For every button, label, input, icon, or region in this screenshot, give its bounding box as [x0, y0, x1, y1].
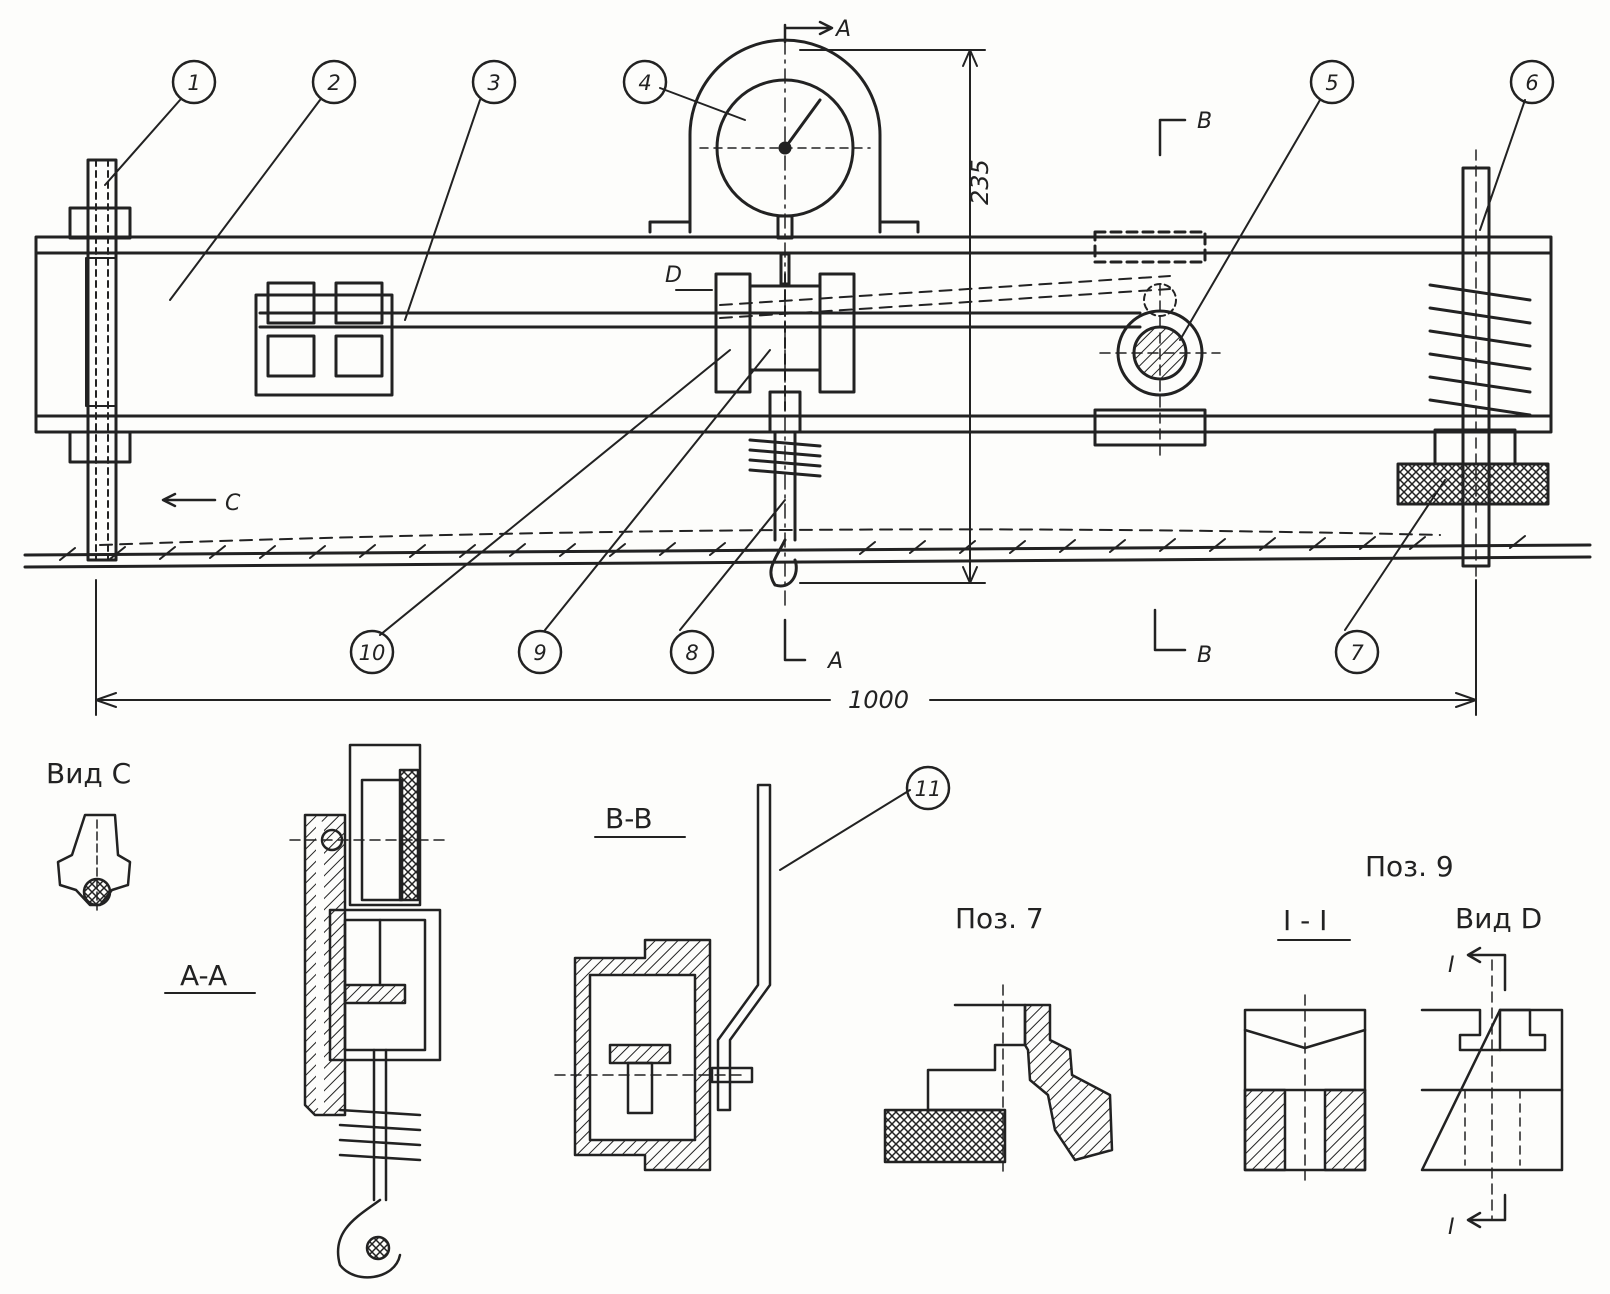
- callout-2: 2: [327, 71, 340, 95]
- callout-10: 10: [359, 641, 386, 665]
- lower-hook: [748, 390, 822, 588]
- callout-6: 6: [1525, 71, 1538, 95]
- callout-5: 5: [1325, 71, 1338, 95]
- callout-7: 7: [1350, 641, 1364, 665]
- roller: [1093, 230, 1221, 456]
- label-pos7: Поз. 7: [955, 902, 1044, 935]
- right-stud: [1396, 149, 1550, 611]
- view-d-detail: [1420, 946, 1564, 1229]
- section-ii-detail: [1243, 994, 1367, 1181]
- callout-11: 11: [915, 777, 942, 801]
- callout-9: 9: [533, 641, 546, 665]
- view-c-detail: [56, 813, 132, 911]
- view-labels: Вид C A-A B-B Поз. 7 Поз. 9 I - I Вид D: [46, 757, 1542, 992]
- section-aa-detail: [289, 743, 451, 1279]
- section-markers: [161, 20, 1187, 662]
- dial-indicator: [648, 38, 920, 611]
- label-pos9: Поз. 9: [1365, 850, 1454, 883]
- callout-numbers: 1 2 3 4 5 6 7 8 9 10 11: [187, 71, 1538, 801]
- label-view-d: Вид D: [1455, 902, 1542, 935]
- callout-8: 8: [685, 641, 698, 665]
- callout-4: 4: [638, 71, 651, 95]
- label-section-bb: B-B: [605, 802, 653, 835]
- section-a-top: A: [834, 17, 851, 42]
- label-section-ii: I - I: [1283, 904, 1327, 937]
- rebar: [23, 528, 1592, 569]
- section-b-top: B: [1197, 109, 1212, 134]
- section-a-bottom: A: [826, 649, 843, 674]
- label-view-c: Вид C: [46, 757, 131, 790]
- dimension-lines: [95, 49, 1477, 716]
- left-stud: [68, 158, 132, 562]
- view-d-mark: D: [665, 263, 682, 288]
- section-i-top: I: [1448, 953, 1455, 978]
- dimension-235: 235: [966, 159, 994, 205]
- callout-circles: [171, 59, 1555, 811]
- pos7-detail: [883, 984, 1114, 1176]
- clamp-block: [254, 281, 394, 397]
- view-c-mark: C: [225, 491, 241, 516]
- section-b-bottom: B: [1197, 643, 1212, 668]
- callout-3: 3: [487, 71, 500, 95]
- dimension-1000: 1000: [848, 686, 909, 714]
- label-underlines: [164, 836, 1351, 994]
- section-i-bottom: I: [1448, 1215, 1455, 1240]
- main-beam: [34, 235, 1553, 434]
- label-section-aa: A-A: [180, 959, 227, 992]
- section-letters: A A B B C D I I: [225, 17, 1455, 1240]
- callout-1: 1: [187, 71, 200, 95]
- section-bb-detail: [554, 783, 772, 1172]
- slider-assembly: [675, 272, 856, 411]
- leader-lines: [104, 87, 1526, 871]
